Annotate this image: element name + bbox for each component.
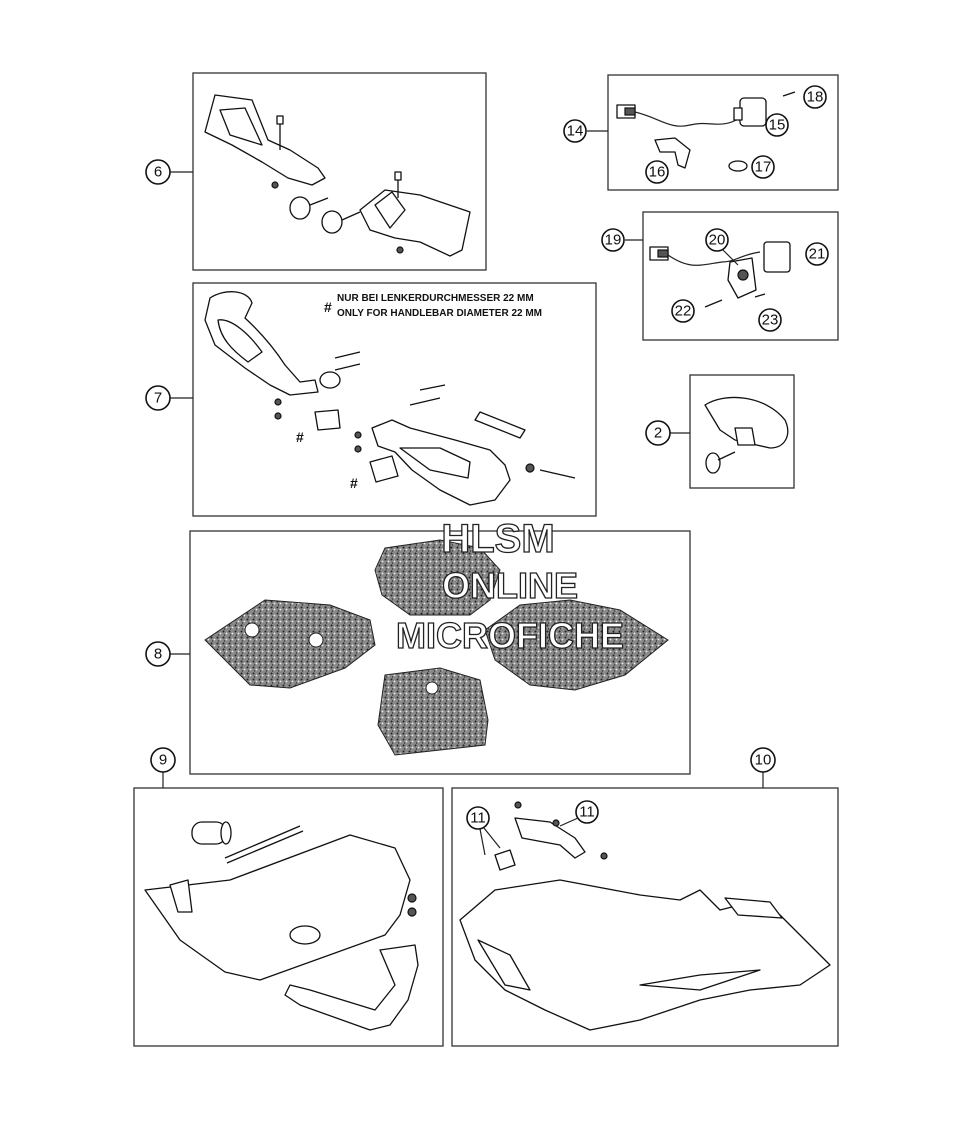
svg-text:19: 19	[605, 232, 622, 249]
callout-9: 9	[150, 747, 176, 773]
callout-11a: 11	[466, 806, 490, 830]
callout-10: 10	[750, 747, 776, 773]
box-skidplate-9	[133, 787, 444, 1047]
callout-23: 23	[758, 308, 782, 332]
decal-set-8	[204, 539, 669, 756]
svg-text:17: 17	[755, 159, 772, 176]
cover-part-2	[704, 396, 789, 474]
callout-8: 8	[145, 641, 171, 667]
skid-plate-10	[459, 801, 831, 1031]
callout-22: 22	[671, 299, 695, 323]
callout-14: 14	[563, 119, 587, 143]
note-line-de: NUR BEI LENKERDURCHMESSER 22 MM	[337, 293, 534, 304]
svg-text:22: 22	[675, 303, 692, 320]
callout-2: 2	[645, 420, 671, 446]
svg-text:2: 2	[654, 425, 662, 442]
svg-text:21: 21	[809, 246, 826, 263]
svg-text:7: 7	[154, 390, 162, 407]
svg-text:8: 8	[154, 646, 162, 663]
handguard-set-6	[204, 94, 471, 257]
svg-text:10: 10	[755, 752, 772, 769]
watermark-line1: HLSM	[441, 517, 554, 561]
box-switch-19	[642, 211, 839, 341]
svg-text:11: 11	[579, 804, 595, 821]
box-cover-2	[689, 374, 795, 489]
callout-21: 21	[805, 242, 829, 266]
svg-text:18: 18	[807, 89, 824, 106]
callout-7: 7	[145, 385, 171, 411]
svg-text:11: 11	[470, 810, 486, 827]
svg-text:9: 9	[159, 752, 167, 769]
note-hash: #	[324, 299, 332, 315]
box-handguard-7	[192, 282, 597, 517]
svg-text:6: 6	[154, 164, 162, 181]
box-decals-8	[189, 530, 691, 775]
callout-17: 17	[751, 155, 775, 179]
callout-6: 6	[145, 159, 171, 185]
watermark-line2: ONLINE	[442, 565, 578, 606]
callout-15: 15	[765, 113, 789, 137]
box-switch-14	[607, 74, 839, 191]
skid-plate-9	[144, 821, 419, 1031]
svg-text:15: 15	[769, 117, 786, 134]
svg-text:14: 14	[567, 123, 584, 140]
callout-16: 16	[645, 160, 669, 184]
svg-text:20: 20	[709, 232, 726, 249]
switch-assembly-14	[616, 91, 796, 172]
box-skidplate-10	[451, 787, 839, 1047]
handguard-set-7	[204, 291, 576, 506]
callout-19: 19	[601, 228, 625, 252]
note-line-en: ONLY FOR HANDLEBAR DIAMETER 22 MM	[337, 308, 542, 319]
watermark-line3: MICROFICHE	[396, 615, 624, 656]
callout-11b: 11	[575, 800, 599, 824]
switch-assembly-19	[649, 241, 791, 308]
hash-mark-1: #	[296, 429, 304, 445]
callout-20: 20	[705, 228, 729, 252]
hash-mark-2: #	[350, 475, 358, 491]
callout-18: 18	[803, 85, 827, 109]
svg-text:23: 23	[762, 312, 779, 329]
svg-text:16: 16	[649, 164, 666, 181]
